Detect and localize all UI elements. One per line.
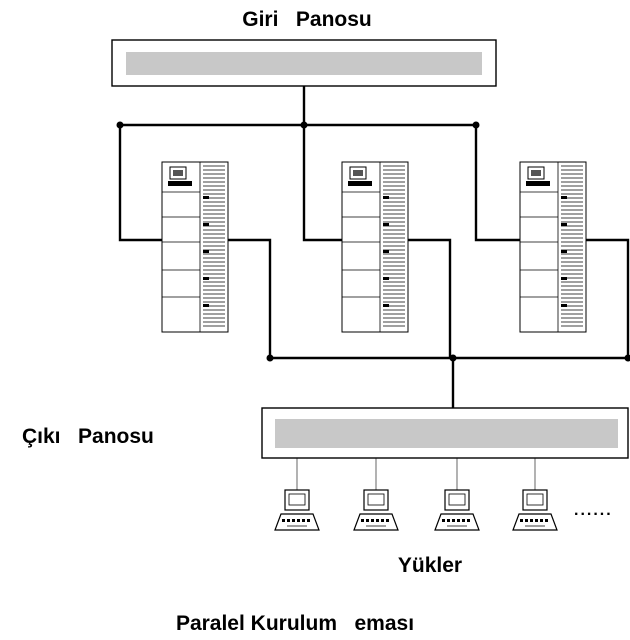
load-laptop-icon bbox=[434, 489, 480, 531]
input-panel-label: Giri Panosu bbox=[242, 8, 372, 31]
load-drops bbox=[296, 458, 536, 490]
ups-cabinet-2 bbox=[341, 161, 409, 333]
output-node-center bbox=[449, 354, 457, 362]
input-panel bbox=[111, 39, 497, 87]
output-bus bbox=[228, 238, 630, 408]
more-loads-ellipsis: ...... bbox=[574, 502, 613, 519]
diagram-caption: Paralel Kurulum eması bbox=[176, 612, 414, 635]
output-panel-label: Çıkı Panosu bbox=[22, 425, 154, 448]
ups-display-icon bbox=[348, 166, 372, 186]
input-node-right bbox=[472, 121, 480, 129]
output-node-right bbox=[624, 354, 630, 362]
ups-cabinet-3 bbox=[519, 161, 587, 333]
input-bus bbox=[116, 86, 520, 242]
load-laptop-icon bbox=[274, 489, 320, 531]
load-laptop-icon bbox=[353, 489, 399, 531]
output-node-left bbox=[266, 354, 274, 362]
ups-display-icon bbox=[526, 166, 550, 186]
load-terminals bbox=[274, 489, 558, 531]
output-panel bbox=[261, 407, 629, 459]
input-node-left bbox=[116, 121, 124, 129]
ups-cabinet-1 bbox=[161, 161, 229, 333]
input-node-center bbox=[300, 121, 308, 129]
load-laptop-icon bbox=[512, 489, 558, 531]
ups-display-icon bbox=[168, 166, 192, 186]
loads-label: Yükler bbox=[398, 554, 462, 577]
